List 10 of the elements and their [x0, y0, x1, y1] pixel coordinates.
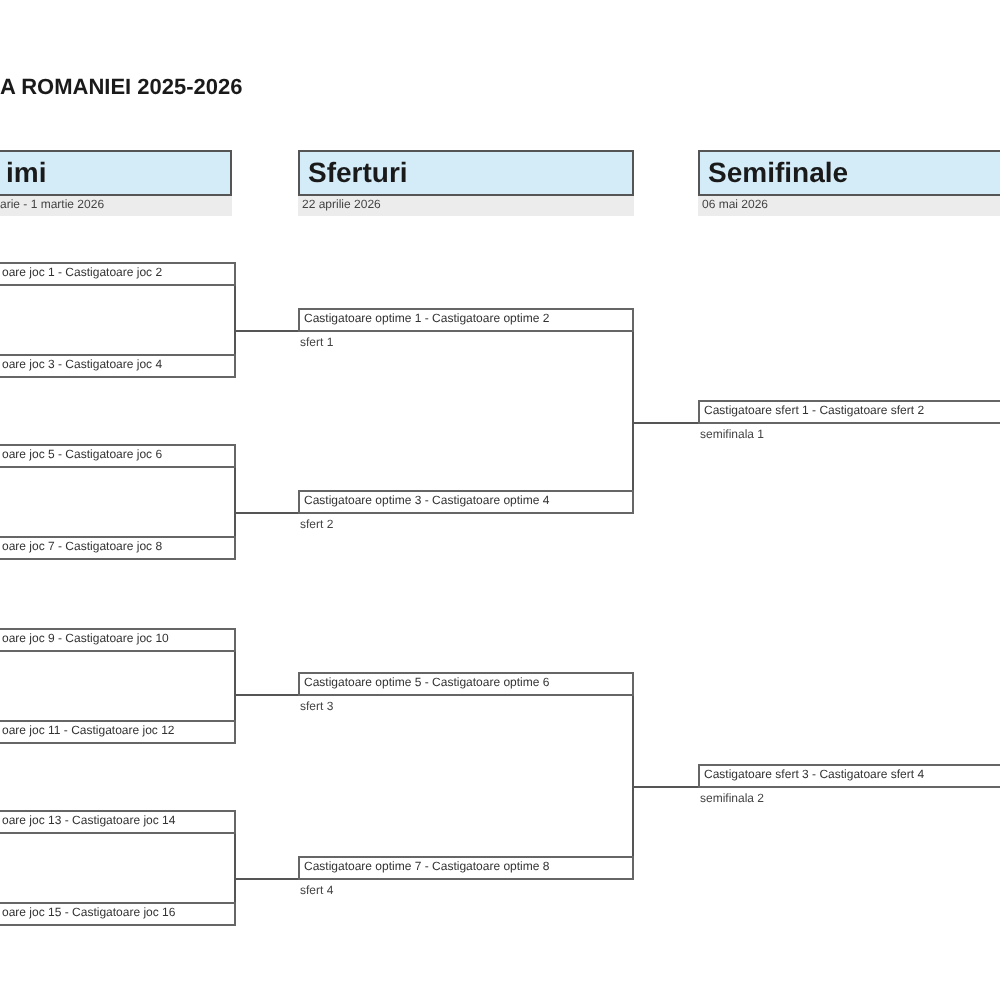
- bracket-line: [632, 786, 699, 857]
- bracket-line: [234, 512, 299, 537]
- bracket-line: [234, 878, 299, 903]
- bracket-title: A ROMANIEI 2025-2026: [0, 76, 243, 100]
- round-heading: Sferturi: [298, 150, 634, 196]
- bracket-line: [234, 694, 299, 721]
- bracket-line: [234, 330, 299, 355]
- bracket-line: [632, 422, 699, 491]
- round-heading: Semifinale: [698, 150, 1000, 196]
- round-heading: imi: [0, 150, 232, 196]
